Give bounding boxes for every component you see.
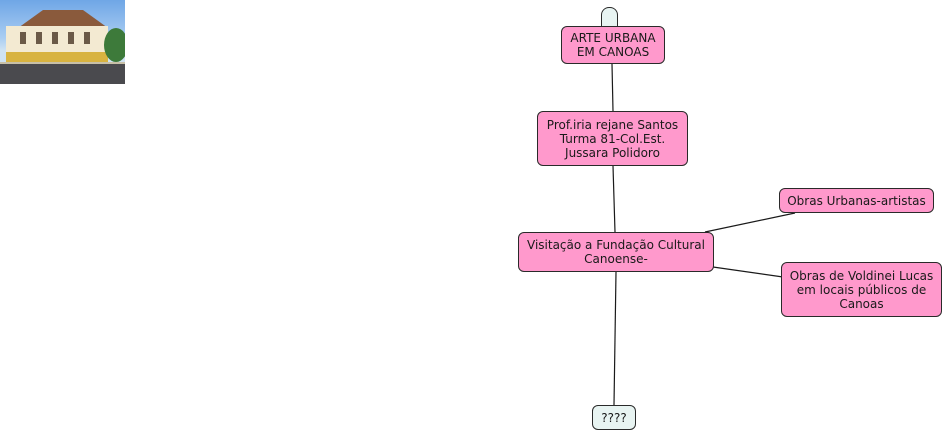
link-visit-question — [613, 271, 617, 406]
collapse-handle[interactable] — [601, 7, 618, 26]
station-building-photo — [0, 0, 125, 84]
node-obras-voldinei[interactable]: Obras de Voldinei Lucas em locais públic… — [781, 262, 942, 317]
node-root[interactable]: ARTE URBANA EM CANOAS — [561, 26, 665, 64]
link-root-teacher — [611, 63, 614, 112]
node-obras-urbanas[interactable]: Obras Urbanas-artistas — [779, 188, 934, 213]
node-question[interactable]: ???? — [592, 405, 636, 430]
node-teacher[interactable]: Prof.iria rejane Santos Turma 81-Col.Est… — [537, 111, 688, 166]
node-visit[interactable]: Visitação a Fundação Cultural Canoense- — [518, 232, 714, 272]
link-visit-obras-voldinei — [712, 266, 784, 278]
link-teacher-visit — [612, 165, 616, 233]
link-visit-obras-urbanas — [704, 212, 796, 233]
